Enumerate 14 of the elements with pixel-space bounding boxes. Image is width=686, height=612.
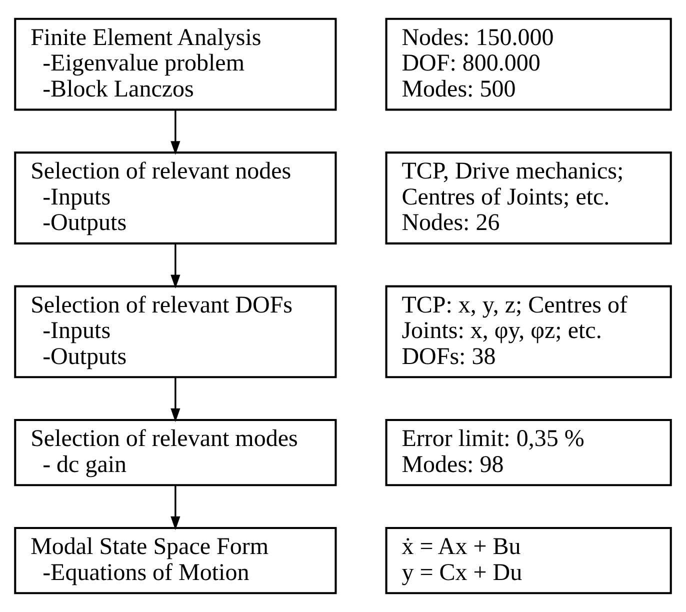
arrow <box>170 110 180 155</box>
node-box: Selection of relevant nodes -Inputs -Outputs <box>14 152 337 244</box>
node-box: Error limit: 0,35 % Modes: 98 <box>385 418 672 486</box>
arrow <box>170 244 180 289</box>
node-box: TCP, Drive mechanics; Centres of Joints; etc. Nodes: 26 <box>385 152 672 244</box>
arrow <box>170 377 180 422</box>
node-box: ẋ = Ax + Bu y = Cx + Du <box>385 526 672 594</box>
arrow <box>170 486 180 530</box>
node-box: Selection of relevant modes - dc gain <box>14 418 337 486</box>
node-box: Finite Element Analysis -Eigenvalue problem -Block Lanczos <box>14 18 337 111</box>
node-box: TCP: x, y, z; Centres of Joints: x, φy, φz; etc. DOFs: 38 <box>385 285 672 378</box>
node-box: Selection of relevant DOFs -Inputs -Outputs <box>14 285 337 378</box>
node-box: Modal State Space Form -Equations of Motion <box>14 526 337 594</box>
node-box: Nodes: 150.000 DOF: 800.000 Modes: 500 <box>385 18 672 111</box>
